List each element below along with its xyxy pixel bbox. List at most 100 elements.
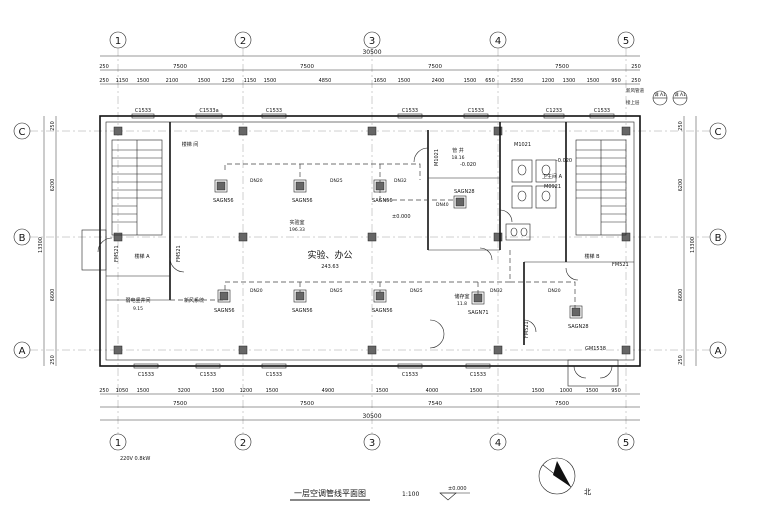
pipe-label-7: DN25: [410, 288, 423, 294]
window-bottom-5: C1533: [470, 372, 486, 378]
unit-bottom-2: SAGN56: [292, 308, 313, 314]
dim-bottom-detail-3: 3200: [178, 388, 191, 394]
grid-label-B-left: B: [19, 233, 26, 244]
callout-1: 详 A1: [654, 91, 666, 98]
room-electrical-area: 9.15: [133, 306, 143, 312]
window-bottom-1: C1533: [138, 372, 154, 378]
dim-overall-bottom: 30500: [362, 413, 381, 420]
unit-bottom-5: SAGN28: [568, 324, 589, 330]
door-label-1: FM521: [114, 245, 120, 262]
grid-bubbles-top: 1 2 3 4 5: [109, 31, 635, 49]
unit-bottom-3: SAGN56: [372, 308, 393, 314]
door-label-8: GM1538: [585, 346, 606, 352]
doors: FM521 FM521 M1021 M1021 M0921 FM521 FM52…: [97, 142, 629, 379]
dim-left-3: 13300: [38, 237, 44, 253]
level-mark-wc-2: -0.020: [556, 158, 572, 164]
grid-label-4-top: 4: [495, 36, 501, 47]
dim-bay-bottom-4: 7500: [555, 401, 569, 407]
grid-label-5-bottom: 5: [623, 438, 629, 449]
dim-top-detail-13: 650: [485, 78, 495, 84]
pipe-label-1: DN20: [250, 178, 263, 184]
window-top-2: C1533a: [199, 108, 218, 114]
dimensions-top: 30500 250 7500 7500 7500 7500 250 250 11…: [99, 49, 641, 85]
drawing-footer: 220V 0.8kW 一层空调管线平面图 1:100 ±0.000 北: [120, 456, 591, 501]
dim-left-5: 250: [50, 355, 56, 365]
dim-top-detail-9: 1650: [374, 78, 387, 84]
room-office-small-area: 196.33: [289, 227, 305, 233]
dimensions-bottom: 250 1050 1500 3200 1500 1200 1500 4900 1…: [99, 388, 640, 421]
drawing-title: 一层空调管线平面图: [294, 488, 366, 498]
grid-label-C-right: C: [715, 127, 722, 138]
dim-bottom-detail-1: 1050: [116, 388, 129, 394]
dim-right-3: 13300: [690, 237, 696, 253]
room-store-area: 11.8: [457, 301, 467, 307]
dim-edge-top-right-2: 250: [631, 78, 641, 84]
dim-top-detail-6: 1150: [244, 78, 257, 84]
door-label-2: FM521: [176, 245, 182, 262]
dim-top-detail-15: 1200: [542, 78, 555, 84]
grid-label-5-top: 5: [623, 36, 629, 47]
room-pipe-area: 18.16: [452, 155, 465, 161]
window-top-7: C1533: [594, 108, 610, 114]
grid-label-1-bottom: 1: [115, 438, 121, 449]
callout-2: 详 A1: [674, 91, 686, 98]
dim-bottom-detail-14: 950: [611, 388, 621, 394]
dim-bay-bottom-1: 7500: [173, 401, 187, 407]
level-mark-wc: -0.020: [460, 162, 476, 168]
dim-top-detail-5: 1250: [222, 78, 235, 84]
door-label-4: M1021: [514, 142, 531, 148]
interior-walls: [106, 122, 634, 345]
room-main-area: 243.63: [321, 264, 339, 270]
dim-top-detail-3: 2100: [166, 78, 179, 84]
riser-label: 新风管道: [626, 87, 644, 94]
power-note: 220V 0.8kW: [120, 456, 150, 462]
dim-left-4: 6600: [50, 289, 56, 302]
dim-top-detail-4: 1500: [198, 78, 211, 84]
dim-bottom-detail-6: 1500: [266, 388, 279, 394]
door-label-7: FM521: [524, 321, 530, 338]
toilet-fixtures: [505, 159, 557, 241]
unit-mid: SAGN28: [454, 189, 475, 195]
stair-b: [575, 139, 627, 236]
windows-top: C1533 C1533a C1533 C1533 C1533 C1233 C15…: [131, 108, 615, 119]
window-top-3: C1533: [266, 108, 282, 114]
pipe-label-9: DN20: [548, 288, 561, 294]
pipe-label-4: DN40: [436, 202, 449, 208]
grid-label-3-top: 3: [369, 36, 375, 47]
room-stair-a: 楼梯 A: [134, 253, 150, 260]
dim-overall-top: 30500: [362, 49, 381, 56]
grid-label-A-right: A: [715, 346, 722, 357]
indoor-units: SAGN56 SAGN56 SAGN56 SAGN28 SAGN56 SAGN5…: [213, 179, 589, 330]
grid-label-2-top: 2: [240, 36, 246, 47]
dim-right-4: 6600: [678, 289, 684, 302]
north-arrow-icon: [538, 457, 576, 495]
dim-bottom-detail-13: 1500: [586, 388, 599, 394]
dim-top-detail-12: 1500: [464, 78, 477, 84]
door-label-6: FM521: [612, 262, 629, 268]
dim-top-detail-7: 1500: [264, 78, 277, 84]
dim-bay-top-4: 7500: [555, 64, 569, 70]
room-main-hall: 实验、办公: [307, 249, 352, 261]
window-bottom-4: C1533: [402, 372, 418, 378]
pipe-label-8: DN32: [490, 288, 503, 294]
window-top-4: C1533: [402, 108, 418, 114]
dimensions-right: 250 6200 13300 6600 250: [678, 116, 697, 366]
dim-bay-top-1: 7500: [173, 64, 187, 70]
dim-top-detail-1: 1150: [116, 78, 129, 84]
pipe-label-6: DN25: [330, 288, 343, 294]
room-stair-b: 楼梯 B: [584, 253, 600, 260]
window-bottom-3: C1533: [266, 372, 282, 378]
grid-label-A-left: A: [19, 346, 26, 357]
dim-left-2: 6200: [50, 179, 56, 192]
room-office-small: 实验室: [289, 219, 304, 226]
dimensions-left: 250 6200 13300 6600 250: [38, 116, 57, 366]
dim-right-2: 6200: [678, 179, 684, 192]
unit-top-2: SAGN56: [292, 198, 313, 204]
windows-bottom: C1533 C1533 C1533 C1533 C1533: [133, 363, 491, 378]
dim-top-detail-16: 1300: [563, 78, 576, 84]
room-labels: 楼梯 A 楼梯 间 楼梯 B 实验、办公 243.63 实验室 196.33 弱…: [125, 141, 600, 312]
detail-callouts: 详 A1 详 A1 新风管道 接上层: [626, 87, 688, 106]
dim-top-detail-18: 950: [611, 78, 621, 84]
room-electrical: 弱电竖井间: [125, 297, 150, 304]
